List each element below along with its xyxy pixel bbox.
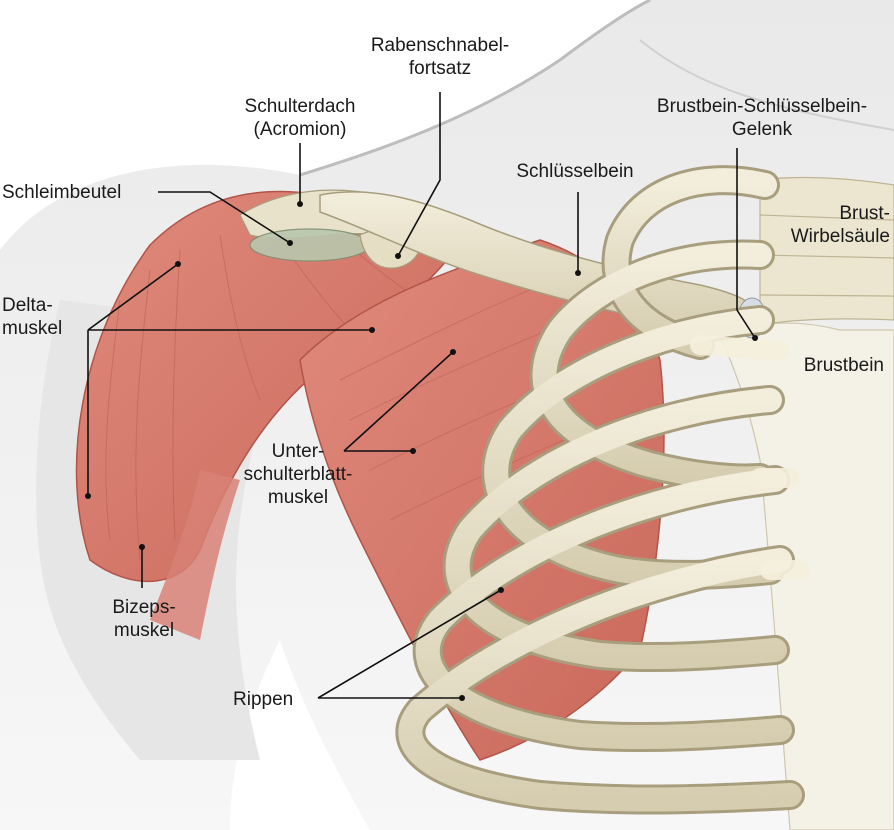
leader-dots	[85, 201, 758, 701]
neck-outline	[299, 0, 651, 177]
label-brustbein: Brustbein	[760, 354, 884, 377]
label-rabenschnabelfortsatz: Rabenschnabel- fortsatz	[350, 34, 530, 80]
label-line: Wirbelsäule	[790, 226, 890, 247]
biceps-muscle	[150, 470, 240, 640]
label-deltamuskel: Delta- muskel	[2, 294, 62, 340]
label-brust-wirbelsaeule: Brust- Wirbelsäule	[760, 202, 890, 248]
label-line: muskel	[267, 487, 329, 508]
label-line: Schleimbeutel	[2, 182, 122, 203]
label-bizepsmuskel: Bizeps- muskel	[92, 596, 196, 642]
label-line: Unter-	[271, 441, 325, 462]
label-line: Schulterdach	[244, 96, 356, 117]
label-line: muskel	[113, 620, 175, 641]
bursa	[249, 228, 371, 262]
thoracic-spine	[759, 176, 894, 326]
label-line: Bizeps-	[112, 597, 176, 618]
label-schleimbeutel: Schleimbeutel	[2, 181, 121, 204]
label-line: Rabenschnabel-	[370, 35, 510, 56]
label-line: Brustbein-Schlüsselbein-	[656, 96, 868, 117]
label-line: Brustbein	[803, 355, 884, 376]
rib-cage	[395, 165, 810, 815]
label-line: Rippen	[233, 689, 294, 710]
label-brustbein-schluesselbein-gelenk: Brustbein-Schlüsselbein- Gelenk	[630, 95, 894, 141]
label-line: Schlüsselbein	[516, 161, 634, 182]
label-schluesselbein: Schlüsselbein	[495, 160, 655, 183]
label-line: muskel	[2, 318, 63, 339]
label-line: (Acromion)	[253, 119, 347, 140]
label-line: schulterblatt-	[243, 464, 353, 485]
label-line: Brust-	[839, 203, 890, 224]
label-line: Delta-	[2, 295, 53, 316]
label-schulterdach: Schulterdach (Acromion)	[218, 95, 382, 141]
label-unterschulterblattmuskel: Unter- schulterblatt- muskel	[225, 440, 371, 509]
label-line: fortsatz	[408, 58, 472, 79]
label-line: Gelenk	[731, 119, 793, 140]
leader-lines	[87, 92, 756, 699]
label-rippen: Rippen	[233, 688, 293, 711]
